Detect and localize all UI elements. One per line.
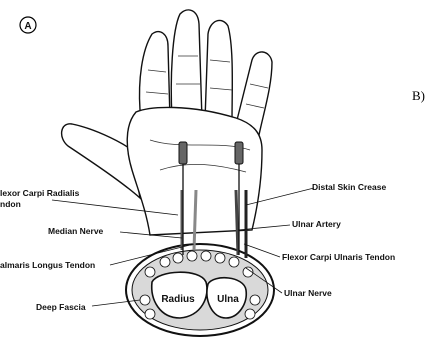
- ulna-label: Ulna: [217, 294, 239, 305]
- deep-fascia-label: Deep Fascia: [36, 302, 86, 312]
- ring-finger: [205, 20, 232, 122]
- palmaris-label: almaris Longus Tendon: [0, 260, 95, 270]
- ulnar-artery-line: [236, 190, 238, 255]
- panel-a-letter: A: [24, 21, 31, 32]
- palmaris-longus-line: [194, 190, 196, 250]
- needle-left-hub: [179, 142, 187, 164]
- middle-finger: [171, 10, 202, 120]
- fcu-label: Flexor Carpi Ulnaris Tendon: [282, 252, 395, 262]
- wrist-cross-section: Radius Ulna: [126, 244, 274, 336]
- fcr-label-1: lexor Carpi Radialis: [0, 188, 80, 198]
- radius-label: Radius: [161, 294, 195, 305]
- median-nerve-label: Median Nerve: [48, 226, 104, 236]
- distal-crease-label: Distal Skin Crease: [312, 182, 386, 192]
- ulnar-artery-label: Ulnar Artery: [292, 219, 341, 229]
- fcr-label-2: ndon: [0, 199, 21, 209]
- needle-right-hub: [235, 142, 243, 164]
- ulnar-nerve-label: Ulnar Nerve: [284, 288, 332, 298]
- panel-b-letter: B): [412, 88, 425, 104]
- hand-outline: [62, 10, 272, 235]
